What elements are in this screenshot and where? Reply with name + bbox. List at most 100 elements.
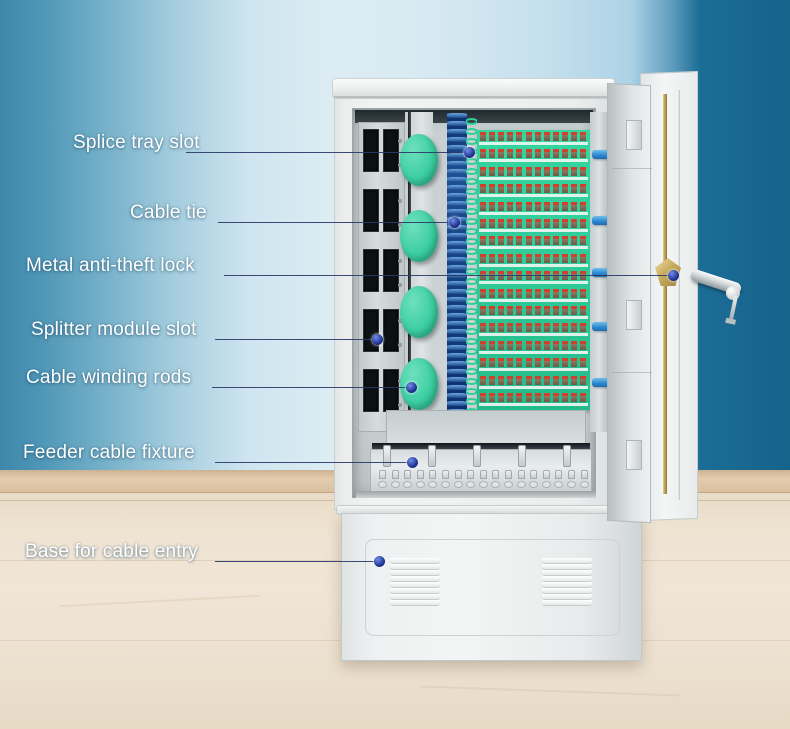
fiber-adapter-port[interactable] xyxy=(580,393,587,402)
fiber-adapter-port[interactable] xyxy=(489,288,496,298)
fiber-adapter-port[interactable] xyxy=(498,288,505,298)
fiber-adapter-port[interactable] xyxy=(552,201,559,211)
fiber-adapter-port[interactable] xyxy=(498,149,505,159)
cable-holder-clip[interactable] xyxy=(442,470,449,479)
fiber-adapter-port[interactable] xyxy=(552,132,559,141)
feeder-cable-clamp[interactable] xyxy=(518,445,526,467)
cable-holder-clip[interactable] xyxy=(542,470,550,479)
fiber-adapter-port[interactable] xyxy=(543,375,550,385)
fiber-adapter-port[interactable] xyxy=(489,184,496,194)
callout-marker-cable-tie[interactable] xyxy=(449,217,460,228)
fiber-adapter-port[interactable] xyxy=(552,236,559,246)
fiber-adapter-port[interactable] xyxy=(498,201,505,211)
fiber-adapter-port[interactable] xyxy=(580,166,587,176)
fiber-adapter-port[interactable] xyxy=(580,236,587,246)
fiber-adapter-port[interactable] xyxy=(525,375,532,385)
fiber-adapter-port[interactable] xyxy=(498,393,505,402)
feeder-cable-fixture[interactable] xyxy=(370,445,592,493)
fiber-adapter-port[interactable] xyxy=(525,393,532,402)
feeder-cable-clamp[interactable] xyxy=(428,445,436,467)
fiber-adapter-port[interactable] xyxy=(516,236,523,246)
fiber-adapter-port[interactable] xyxy=(480,149,486,159)
fiber-adapter-port[interactable] xyxy=(507,306,514,315)
fiber-adapter-port[interactable] xyxy=(571,236,577,246)
fiber-adapter-port[interactable] xyxy=(480,166,486,176)
cable-holder-clip[interactable] xyxy=(379,470,386,479)
fiber-adapter-port[interactable] xyxy=(480,184,486,194)
cable-clip[interactable] xyxy=(592,268,610,277)
fiber-adapter-port[interactable] xyxy=(489,323,496,333)
fiber-adapter-port[interactable] xyxy=(571,323,577,333)
fiber-adapter-port[interactable] xyxy=(571,306,577,315)
fiber-adapter-port[interactable] xyxy=(507,375,514,385)
fiber-adapter-port[interactable] xyxy=(571,201,577,211)
fiber-adapter-port[interactable] xyxy=(552,288,559,298)
fiber-adapter-port[interactable] xyxy=(580,149,587,159)
fiber-adapter-port[interactable] xyxy=(534,236,541,246)
callout-marker-feeder-cable-fixture[interactable] xyxy=(407,457,418,468)
fiber-adapter-port[interactable] xyxy=(580,358,587,368)
fiber-adapter-port[interactable] xyxy=(516,288,523,298)
fiber-adapter-port[interactable] xyxy=(498,236,505,246)
fiber-adapter-port[interactable] xyxy=(516,340,523,350)
fiber-adapter-port[interactable] xyxy=(507,149,514,159)
cable-clip[interactable] xyxy=(592,378,610,387)
fiber-adapter-port[interactable] xyxy=(534,306,541,315)
fiber-adapter-port[interactable] xyxy=(480,323,486,333)
fiber-adapter-port[interactable] xyxy=(543,358,550,368)
fiber-adapter-port[interactable] xyxy=(543,184,550,194)
fiber-adapter-port[interactable] xyxy=(507,323,514,333)
fiber-adapter-port[interactable] xyxy=(507,358,514,368)
fiber-adapter-port[interactable] xyxy=(507,166,514,176)
fiber-adapter-port[interactable] xyxy=(525,306,532,315)
cable-clip[interactable] xyxy=(592,322,610,331)
fiber-adapter-port[interactable] xyxy=(543,253,550,263)
fiber-adapter-port[interactable] xyxy=(525,236,532,246)
splice-tray-slot[interactable] xyxy=(363,369,401,412)
fiber-adapter-port[interactable] xyxy=(489,236,496,246)
fiber-adapter-port[interactable] xyxy=(543,306,550,315)
fiber-adapter-port[interactable] xyxy=(543,219,550,228)
fiber-adapter-port[interactable] xyxy=(580,323,587,333)
cable-winding-rod[interactable] xyxy=(400,210,438,262)
feeder-cable-clamp[interactable] xyxy=(383,445,391,467)
fiber-adapter-port[interactable] xyxy=(534,166,541,176)
fiber-adapter-port[interactable] xyxy=(525,219,532,228)
fiber-adapter-port[interactable] xyxy=(516,166,523,176)
fiber-adapter-port[interactable] xyxy=(580,201,587,211)
cable-holder-clip[interactable] xyxy=(479,470,487,479)
fiber-adapter-port[interactable] xyxy=(489,306,496,315)
fiber-adapter-port[interactable] xyxy=(543,288,550,298)
fiber-adapter-port[interactable] xyxy=(489,393,496,402)
fiber-adapter-port[interactable] xyxy=(534,340,541,350)
fiber-adapter-port[interactable] xyxy=(552,253,559,263)
fiber-adapter-port[interactable] xyxy=(552,375,559,385)
fiber-adapter-port[interactable] xyxy=(489,375,496,385)
fiber-adapter-port[interactable] xyxy=(507,236,514,246)
fiber-adapter-port[interactable] xyxy=(480,375,486,385)
fiber-adapter-port[interactable] xyxy=(480,236,486,246)
fiber-adapter-port[interactable] xyxy=(561,375,568,385)
fiber-adapter-port[interactable] xyxy=(552,323,559,333)
cable-holder-clip[interactable] xyxy=(517,470,525,479)
fiber-adapter-port[interactable] xyxy=(480,219,486,228)
fiber-adapter-port[interactable] xyxy=(498,132,505,141)
fiber-adapter-port[interactable] xyxy=(543,132,550,141)
callout-marker-splitter-module-slot[interactable] xyxy=(372,334,383,345)
fiber-adapter-port[interactable] xyxy=(561,236,568,246)
fiber-adapter-port[interactable] xyxy=(489,132,496,141)
fiber-adapter-port[interactable] xyxy=(561,132,568,141)
fiber-adapter-port[interactable] xyxy=(525,166,532,176)
fiber-adapter-port[interactable] xyxy=(561,358,568,368)
fiber-adapter-port[interactable] xyxy=(543,166,550,176)
fiber-adapter-port[interactable] xyxy=(561,340,568,350)
fiber-adapter-port[interactable] xyxy=(561,166,568,176)
cable-winding-rod[interactable] xyxy=(400,286,438,338)
fiber-adapter-port[interactable] xyxy=(561,201,568,211)
fiber-adapter-port[interactable] xyxy=(580,288,587,298)
fiber-adapter-port[interactable] xyxy=(480,306,486,315)
fiber-adapter-port[interactable] xyxy=(561,253,568,263)
fiber-adapter-port[interactable] xyxy=(580,253,587,263)
cable-holder-clip[interactable] xyxy=(530,470,538,479)
fiber-adapter-port[interactable] xyxy=(543,149,550,159)
